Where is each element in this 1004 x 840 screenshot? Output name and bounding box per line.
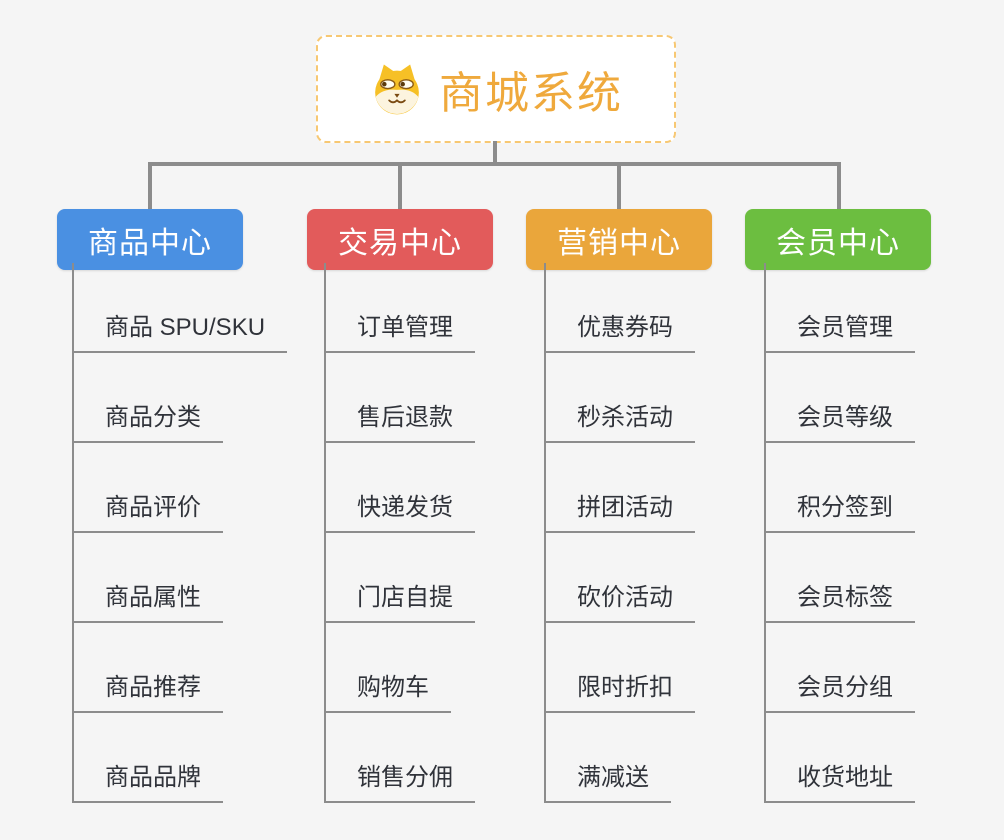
leaf-row: 会员分组 — [766, 623, 915, 713]
leaf-node[interactable]: 商品 SPU/SKU — [74, 307, 288, 353]
leaf-node[interactable]: 快递发货 — [326, 487, 475, 533]
leaf-row: 快递发货 — [326, 443, 475, 533]
leaf-column-member: 会员管理 会员等级 积分签到 会员标签 会员分组 收货地址 — [764, 263, 915, 803]
connector-root-drop — [493, 141, 497, 165]
leaf-row: 商品推荐 — [74, 623, 287, 713]
leaf-row: 会员标签 — [766, 533, 915, 623]
leaf-row: 商品 SPU/SKU — [74, 263, 288, 353]
leaf-row: 会员等级 — [766, 353, 915, 443]
leaf-node[interactable]: 拼团活动 — [546, 487, 695, 533]
leaf-node[interactable]: 优惠券码 — [546, 307, 695, 353]
leaf-row: 售后退款 — [326, 353, 475, 443]
connector-drop-trade — [398, 162, 402, 209]
leaf-node[interactable]: 商品品牌 — [74, 757, 223, 803]
leaf-column-product: 商品 SPU/SKU 商品分类 商品评价 商品属性 商品推荐 商品品牌 — [72, 263, 288, 803]
leaf-row: 商品属性 — [74, 533, 287, 623]
leaf-row: 商品评价 — [74, 443, 287, 533]
branch-node-marketing-center[interactable]: 营销中心 — [526, 209, 712, 270]
leaf-node[interactable]: 积分签到 — [766, 487, 915, 533]
leaf-node[interactable]: 订单管理 — [326, 307, 475, 353]
leaf-row: 积分签到 — [766, 443, 915, 533]
leaf-row: 限时折扣 — [546, 623, 695, 713]
leaf-node[interactable]: 会员标签 — [766, 577, 915, 623]
branch-node-trade-center[interactable]: 交易中心 — [307, 209, 493, 270]
leaf-node[interactable]: 商品推荐 — [74, 667, 223, 713]
root-title: 商城系统 — [439, 69, 623, 118]
leaf-node[interactable]: 满减送 — [546, 757, 671, 803]
connector-drop-product — [148, 162, 152, 209]
leaf-node[interactable]: 收货地址 — [766, 757, 915, 803]
leaf-node[interactable]: 销售分佣 — [326, 757, 475, 803]
leaf-row: 优惠券码 — [546, 263, 695, 353]
shiba-dog-icon — [375, 64, 419, 115]
leaf-row: 商品分类 — [74, 353, 287, 443]
leaf-row: 秒杀活动 — [546, 353, 695, 443]
leaf-node[interactable]: 会员管理 — [766, 307, 915, 353]
leaf-node[interactable]: 门店自提 — [326, 577, 475, 623]
leaf-node[interactable]: 砍价活动 — [546, 577, 695, 623]
leaf-node[interactable]: 购物车 — [326, 667, 451, 713]
leaf-node[interactable]: 商品属性 — [74, 577, 223, 623]
leaf-node[interactable]: 限时折扣 — [546, 667, 695, 713]
leaf-column-marketing: 优惠券码 秒杀活动 拼团活动 砍价活动 限时折扣 满减送 — [544, 263, 695, 803]
leaf-row: 收货地址 — [766, 713, 915, 803]
leaf-node[interactable]: 秒杀活动 — [546, 397, 695, 443]
connector-drop-marketing — [617, 162, 621, 209]
leaf-row: 拼团活动 — [546, 443, 695, 533]
root-node-mall-system[interactable]: 商城系统 — [316, 35, 676, 143]
leaf-row: 砍价活动 — [546, 533, 695, 623]
branch-node-member-center[interactable]: 会员中心 — [745, 209, 931, 270]
leaf-row: 商品品牌 — [74, 713, 287, 803]
leaf-row: 满减送 — [546, 713, 695, 803]
leaf-row: 门店自提 — [326, 533, 475, 623]
leaf-row: 销售分佣 — [326, 713, 475, 803]
connector-horizontal — [148, 162, 841, 166]
leaf-row: 会员管理 — [766, 263, 915, 353]
leaf-node[interactable]: 商品评价 — [74, 487, 223, 533]
leaf-node[interactable]: 会员等级 — [766, 397, 915, 443]
leaf-row: 订单管理 — [326, 263, 475, 353]
leaf-node[interactable]: 售后退款 — [326, 397, 475, 443]
branch-node-product-center[interactable]: 商品中心 — [57, 209, 243, 270]
connector-drop-member — [837, 162, 841, 209]
leaf-node[interactable]: 商品分类 — [74, 397, 223, 443]
leaf-column-trade: 订单管理 售后退款 快递发货 门店自提 购物车 销售分佣 — [324, 263, 475, 803]
leaf-node[interactable]: 会员分组 — [766, 667, 915, 713]
leaf-row: 购物车 — [326, 623, 475, 713]
